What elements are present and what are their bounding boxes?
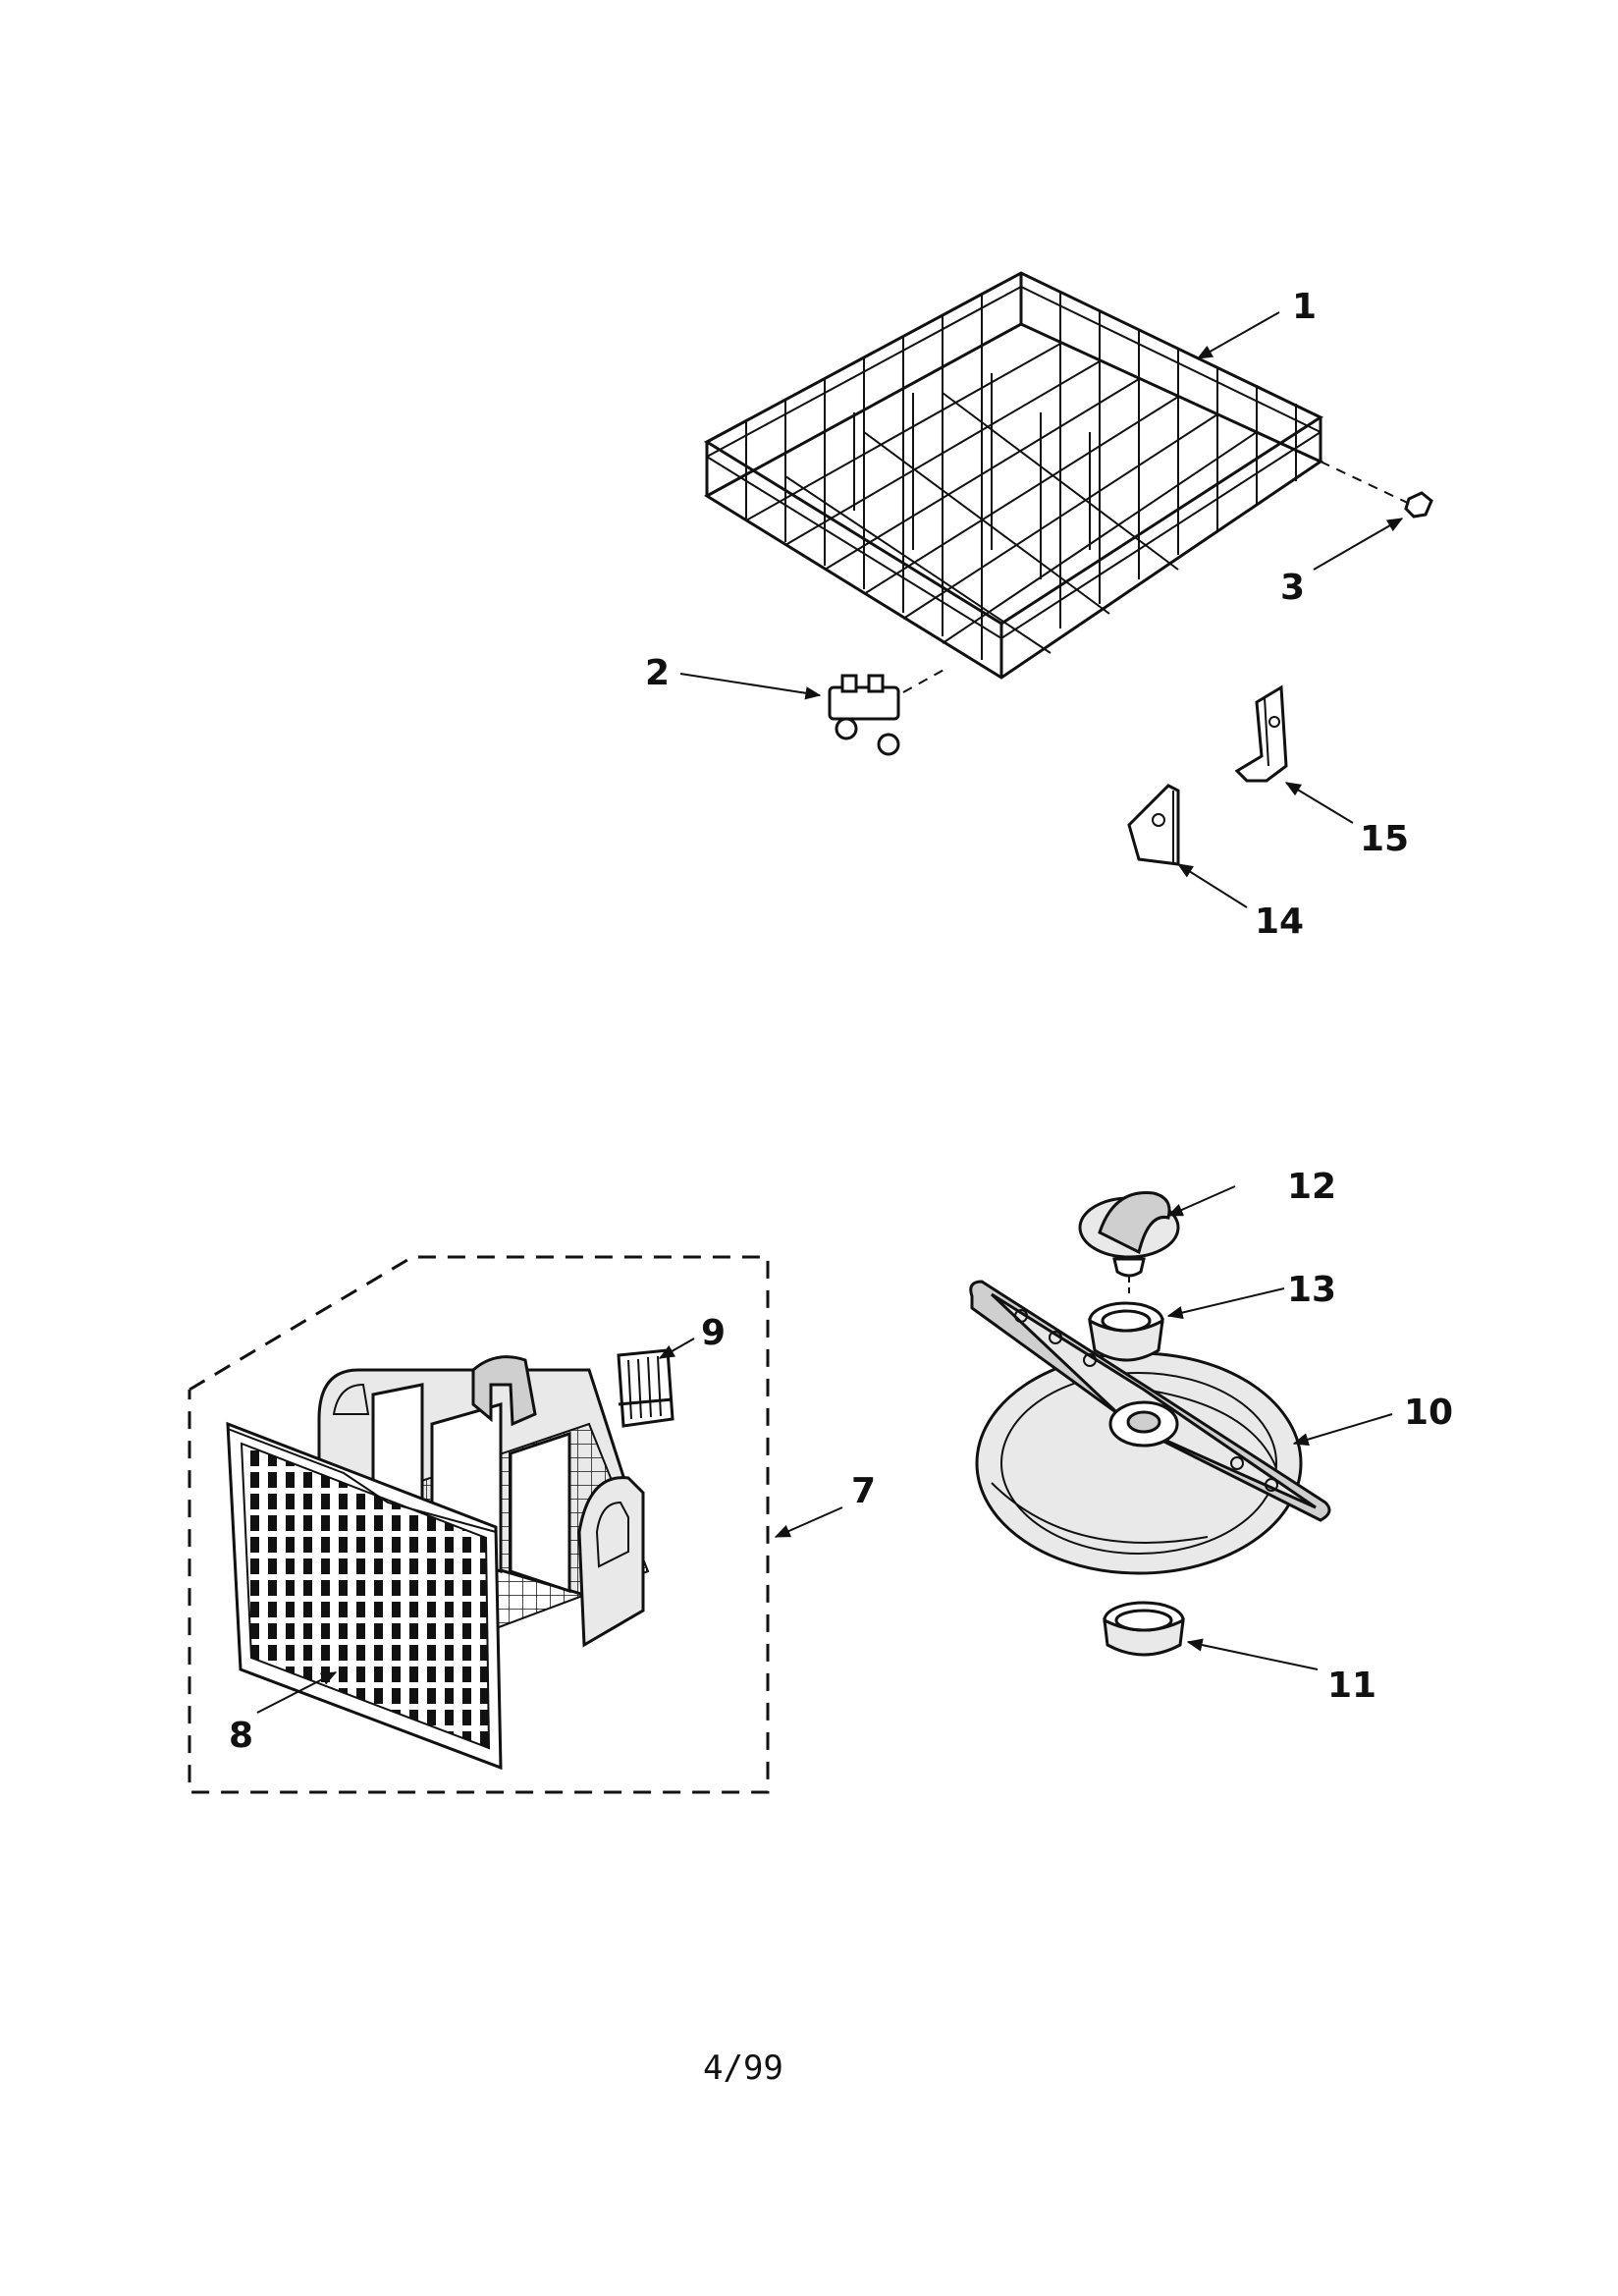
rack-bracket-right bbox=[1234, 684, 1288, 783]
callout-leaders bbox=[256, 311, 1404, 1714]
callout-1: 1 bbox=[1292, 287, 1317, 327]
lower-spray-arm bbox=[969, 1280, 1331, 1522]
rack-bumper bbox=[1320, 461, 1433, 519]
spray-arm-shield bbox=[975, 1351, 1303, 1575]
callout-2: 2 bbox=[645, 653, 670, 693]
callout-3: 3 bbox=[1280, 568, 1305, 608]
callout-12: 12 bbox=[1287, 1167, 1336, 1207]
spray-arm-bearing bbox=[1088, 1301, 1164, 1362]
callout-8: 8 bbox=[229, 1716, 253, 1756]
spray-arm-cap bbox=[1078, 1191, 1180, 1296]
callout-15: 15 bbox=[1360, 819, 1409, 859]
callout-7: 7 bbox=[851, 1471, 876, 1511]
rack-bracket-left bbox=[1127, 784, 1180, 866]
callout-9: 9 bbox=[701, 1313, 726, 1353]
callout-11: 11 bbox=[1327, 1666, 1376, 1706]
callout-14: 14 bbox=[1255, 902, 1304, 942]
basket-insert bbox=[617, 1348, 674, 1428]
callout-numbers: 1 3 2 15 14 12 13 10 11 9 7 8 bbox=[229, 287, 1453, 1756]
page-code: 4/99 bbox=[703, 2049, 783, 2088]
spray-arm-clamp bbox=[1103, 1601, 1185, 1657]
silverware-basket-assembly-outline bbox=[188, 1255, 770, 1794]
rack-roller bbox=[828, 667, 948, 756]
callout-10: 10 bbox=[1404, 1393, 1453, 1433]
lower-dish-rack bbox=[703, 271, 1324, 680]
basket-cover bbox=[226, 1421, 503, 1771]
callout-13: 13 bbox=[1287, 1270, 1336, 1310]
